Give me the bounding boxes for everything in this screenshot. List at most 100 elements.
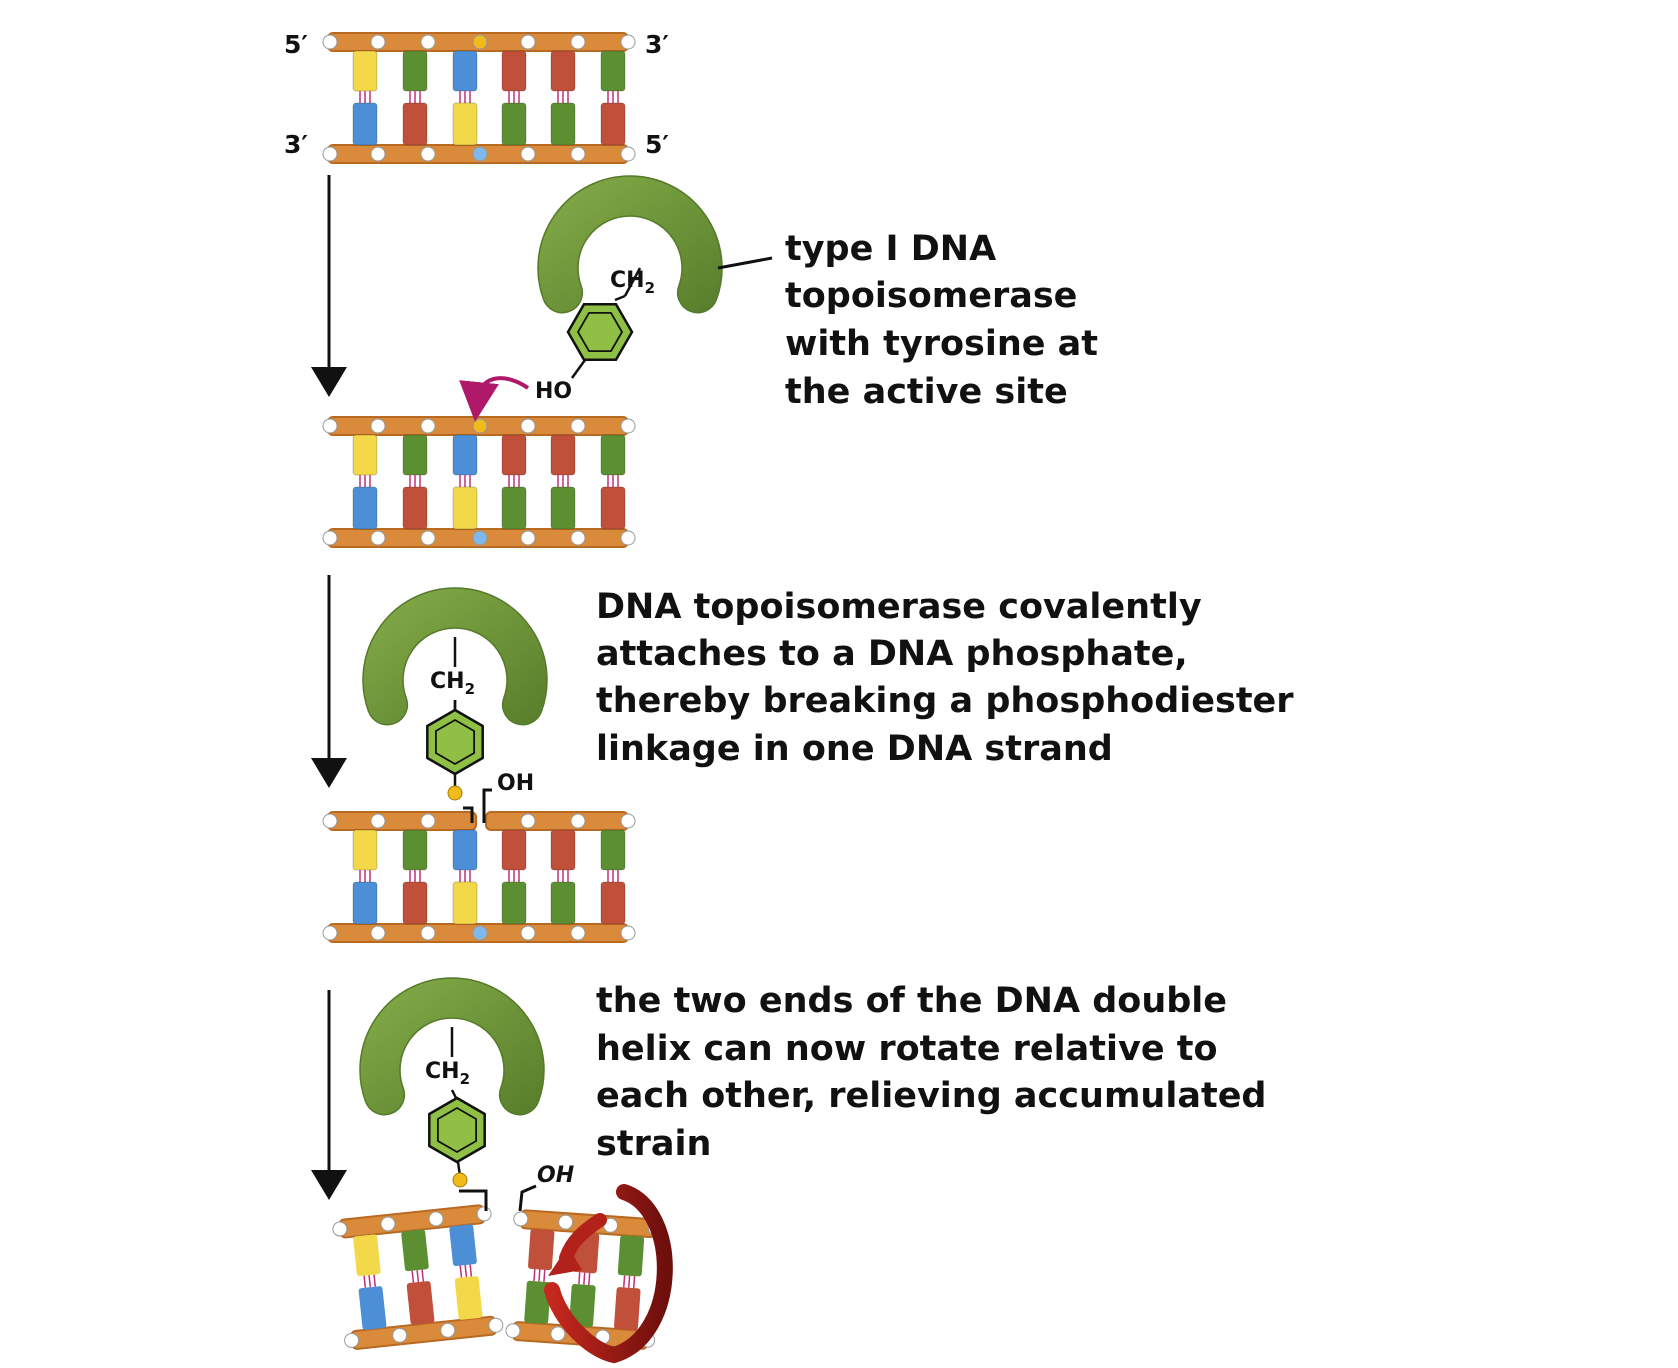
label-5prime-top: 5′ (284, 30, 308, 59)
base-bottom-red (402, 486, 428, 530)
base-bottom-blue (352, 102, 378, 146)
hydrogen-bond (469, 1264, 473, 1277)
phosphate (620, 530, 636, 546)
phosphate-target (472, 34, 488, 50)
base-top-red (550, 434, 576, 476)
phosphate (420, 925, 436, 941)
base-bottom-green (569, 1283, 596, 1328)
base-top-blue (452, 50, 478, 92)
hydrogen-bond (578, 1272, 581, 1285)
phosphate (472, 146, 488, 162)
phosphate (472, 925, 488, 941)
phosphate (570, 34, 586, 50)
phosphate (620, 34, 636, 50)
hydrogen-bond (543, 1269, 546, 1282)
oh-bond (570, 359, 587, 379)
enzyme-body (359, 977, 545, 1116)
phosphate (520, 813, 536, 829)
tyrosine-ring (566, 303, 634, 361)
base-top-green (600, 50, 626, 92)
tyrosine-ring-inner (434, 718, 476, 766)
phosphate (370, 34, 386, 50)
nick-bracket-left (463, 806, 474, 823)
phosphate (420, 34, 436, 50)
base-bottom-blue (358, 1286, 387, 1330)
base-top-blue (452, 829, 478, 871)
base-bottom-blue (352, 486, 378, 530)
dna-double-helix-rotating (332, 1204, 663, 1350)
ch2-bond (614, 294, 626, 302)
base-top-red (550, 829, 576, 871)
phosphate (520, 925, 536, 941)
enzyme-label-leader (717, 256, 773, 270)
dna-double-helix-bound (322, 416, 636, 548)
phosphate (620, 418, 636, 434)
base-top-green (402, 829, 428, 871)
phosphate-linked (452, 1172, 468, 1188)
base-top-blue (449, 1224, 477, 1267)
phosphate (370, 146, 386, 162)
topoisomerase-enzyme-free: CH2 (537, 175, 723, 379)
phosphate (520, 530, 536, 546)
phosphate (428, 1211, 444, 1227)
label-3prime-top: 3′ (645, 30, 669, 59)
base-bottom-green (550, 881, 576, 925)
nick-bracket-left-step4 (459, 1189, 488, 1211)
phosphate (570, 925, 586, 941)
phosphate (570, 813, 586, 829)
base-bottom-red (614, 1287, 641, 1331)
hydrogen-bond (464, 1265, 468, 1278)
backbone-top-right (485, 811, 629, 831)
base-top-green (600, 434, 626, 476)
phosphate (344, 1332, 360, 1348)
base-top-blue (452, 434, 478, 476)
base-top-green (617, 1235, 645, 1277)
phosphate (370, 530, 386, 546)
base-top-yellow (352, 829, 378, 871)
phosphate (570, 530, 586, 546)
phosphate-linked (447, 785, 463, 801)
hydrogen-bond (459, 1265, 463, 1278)
base-bottom-red (600, 486, 626, 530)
hydrogen-bond (623, 1275, 626, 1288)
base-bottom-green (501, 486, 527, 530)
step-rotate-description: the two ends of the DNA double helix can… (596, 981, 1279, 1164)
hydrogen-bond (416, 1270, 420, 1283)
base-top-red (501, 829, 527, 871)
base-bottom-yellow (454, 1276, 483, 1320)
phosphate (570, 418, 586, 434)
base-top-red (501, 434, 527, 476)
hydrogen-bond (363, 1275, 367, 1288)
base-top-green (402, 50, 428, 92)
tyrosine-ring (428, 1096, 486, 1164)
phosphate (520, 146, 536, 162)
base-bottom-green (550, 486, 576, 530)
base-bottom-red (406, 1281, 435, 1325)
phosphate (558, 1214, 574, 1230)
base-bottom-red (402, 102, 428, 146)
base-bottom-red (600, 881, 626, 925)
hydrogen-bond (627, 1275, 631, 1288)
hydroxyl-oh-step3: OH (497, 771, 534, 796)
label-3prime-bottom: 3′ (284, 130, 308, 159)
phosphate (370, 813, 386, 829)
phosphate (620, 146, 636, 162)
base-top-red (501, 50, 527, 92)
base-bottom-green (501, 881, 527, 925)
topoisomerase-enzyme-attached: CH2 (362, 587, 548, 801)
phosphate (513, 1211, 529, 1227)
phosphate (420, 418, 436, 434)
phosphate (520, 34, 536, 50)
phosphate (370, 925, 386, 941)
hydrogen-bond (373, 1274, 377, 1287)
base-bottom-blue (352, 881, 378, 925)
base-top-red (550, 50, 576, 92)
tyrosine-ring-inner (436, 1106, 478, 1154)
base-top-yellow (352, 50, 378, 92)
base-top-green (401, 1229, 429, 1272)
phosphate-target (472, 418, 488, 434)
hydrogen-bond (533, 1269, 536, 1282)
hydrogen-bond (538, 1269, 541, 1282)
phosphate (476, 1206, 492, 1222)
nick-bracket-right-step4 (518, 1184, 537, 1212)
